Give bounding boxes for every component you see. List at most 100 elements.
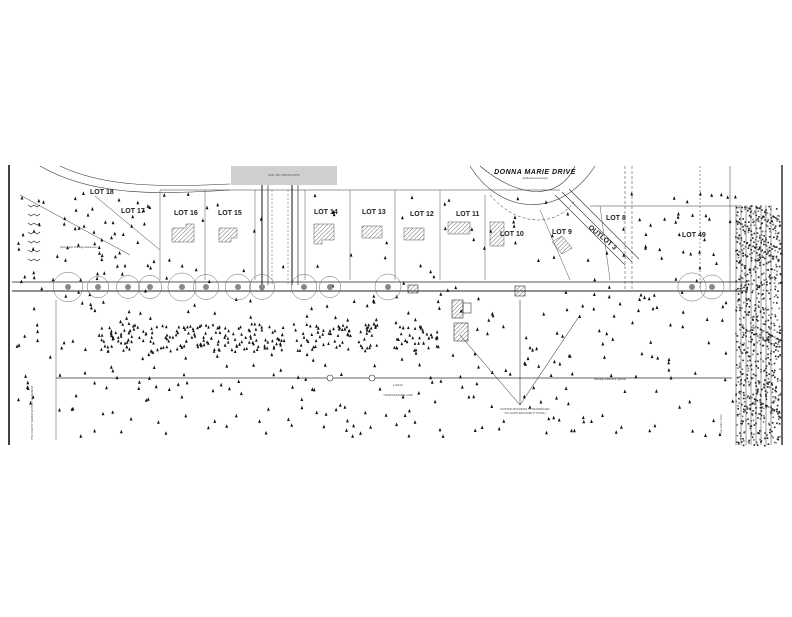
callout-leaders xyxy=(459,300,581,406)
tree-mark xyxy=(168,335,172,339)
tree-mark xyxy=(414,351,418,355)
woodland-speck xyxy=(771,401,773,404)
tree-mark xyxy=(80,301,84,305)
tree-mark xyxy=(430,335,434,339)
woodland-speck xyxy=(768,314,770,317)
woodland-speck xyxy=(751,353,754,356)
woodland-speck xyxy=(736,340,738,343)
tree-mark xyxy=(189,324,192,328)
woodland-speck xyxy=(745,313,748,316)
tree-mark xyxy=(497,426,501,431)
tree-mark xyxy=(352,299,356,303)
tree-mark xyxy=(111,410,115,414)
tree-canopy xyxy=(699,274,725,300)
woodland-speck xyxy=(743,342,745,345)
woodland-speck xyxy=(741,206,743,209)
tree-mark xyxy=(439,292,443,296)
tree-mark xyxy=(395,345,398,349)
tree-mark xyxy=(404,338,407,342)
tree-mark xyxy=(359,330,362,334)
tree-mark xyxy=(161,324,164,328)
tree-mark xyxy=(334,407,338,412)
woodland-speck xyxy=(770,363,773,366)
woodland-speck xyxy=(748,383,751,386)
tree-mark xyxy=(332,212,336,217)
tree-mark xyxy=(216,342,220,346)
woodland-speck xyxy=(776,296,779,299)
woodland-speck xyxy=(738,234,740,237)
woodland-speck xyxy=(755,219,758,221)
tree-mark xyxy=(349,333,352,338)
woodland-speck xyxy=(756,393,758,395)
woodland-speck xyxy=(739,362,741,365)
tree-mark xyxy=(630,191,634,196)
woodland-speck xyxy=(743,394,745,396)
woodland-speck xyxy=(769,411,772,413)
woodland-speck xyxy=(760,240,763,242)
woodland-speck xyxy=(777,338,780,341)
woodland-speck xyxy=(778,416,781,418)
tree-mark xyxy=(176,331,180,335)
tree-mark xyxy=(213,311,217,315)
tree-mark xyxy=(111,337,115,341)
woodland-speck xyxy=(766,283,768,286)
woodland-speck xyxy=(747,209,749,212)
tree-mark xyxy=(603,355,606,359)
tree-mark xyxy=(205,205,209,210)
tree-mark xyxy=(669,322,672,327)
woodland-speck xyxy=(739,380,742,382)
tree-mark xyxy=(228,386,231,391)
woodland-speck xyxy=(771,220,774,223)
tree-mark xyxy=(40,286,44,291)
tree-mark xyxy=(325,304,329,308)
woodland-speck xyxy=(738,298,740,300)
tree-mark xyxy=(552,415,556,420)
woodland-speck xyxy=(756,341,759,344)
woodland-speck xyxy=(757,417,759,419)
woodland-speck xyxy=(778,307,781,310)
woodland-speck xyxy=(777,398,780,400)
tree-mark xyxy=(264,338,267,342)
tree-mark xyxy=(366,325,370,329)
drainage-buffer-note: drainage easement (typical) xyxy=(594,377,626,381)
woodland-speck xyxy=(766,437,769,439)
woodland-speck xyxy=(762,308,765,311)
tree-mark xyxy=(704,433,707,437)
tree-mark xyxy=(141,356,145,361)
tree-canopy xyxy=(224,273,252,301)
tree-mark xyxy=(74,393,78,398)
tree-mark xyxy=(211,388,215,393)
tree-mark xyxy=(152,365,156,369)
tree-mark xyxy=(126,338,130,342)
woodland-speck xyxy=(740,245,743,247)
woodland-speck xyxy=(768,422,770,425)
woodland-speck xyxy=(775,257,778,259)
tree-mark xyxy=(157,420,160,424)
lot-label-14: LOT 14 xyxy=(314,209,338,216)
woodland-speck xyxy=(746,206,748,209)
woodland-speck xyxy=(741,223,743,225)
tree-mark xyxy=(605,331,609,336)
woodland-speck xyxy=(761,273,763,275)
tree-mark xyxy=(634,374,638,379)
woodland-speck xyxy=(767,381,769,384)
tree-canopy-center xyxy=(95,284,101,290)
woodland-speck xyxy=(741,270,743,272)
tree-mark xyxy=(490,404,494,408)
tree-mark xyxy=(162,193,166,197)
tree-mark xyxy=(568,354,572,358)
woodland-speck xyxy=(742,420,744,423)
woodland-speck xyxy=(759,237,761,239)
tree-mark xyxy=(20,279,23,284)
tree-mark xyxy=(263,345,267,350)
woodland-speck xyxy=(774,315,777,318)
tree-mark xyxy=(605,251,609,255)
tree-mark xyxy=(239,391,243,396)
woodland-speck xyxy=(753,439,755,441)
tree-mark xyxy=(82,224,86,228)
woodland-speck xyxy=(744,254,747,256)
road-curve-left-outer xyxy=(39,165,231,193)
woodland-speck xyxy=(739,366,741,368)
woodland-speck xyxy=(736,215,739,217)
